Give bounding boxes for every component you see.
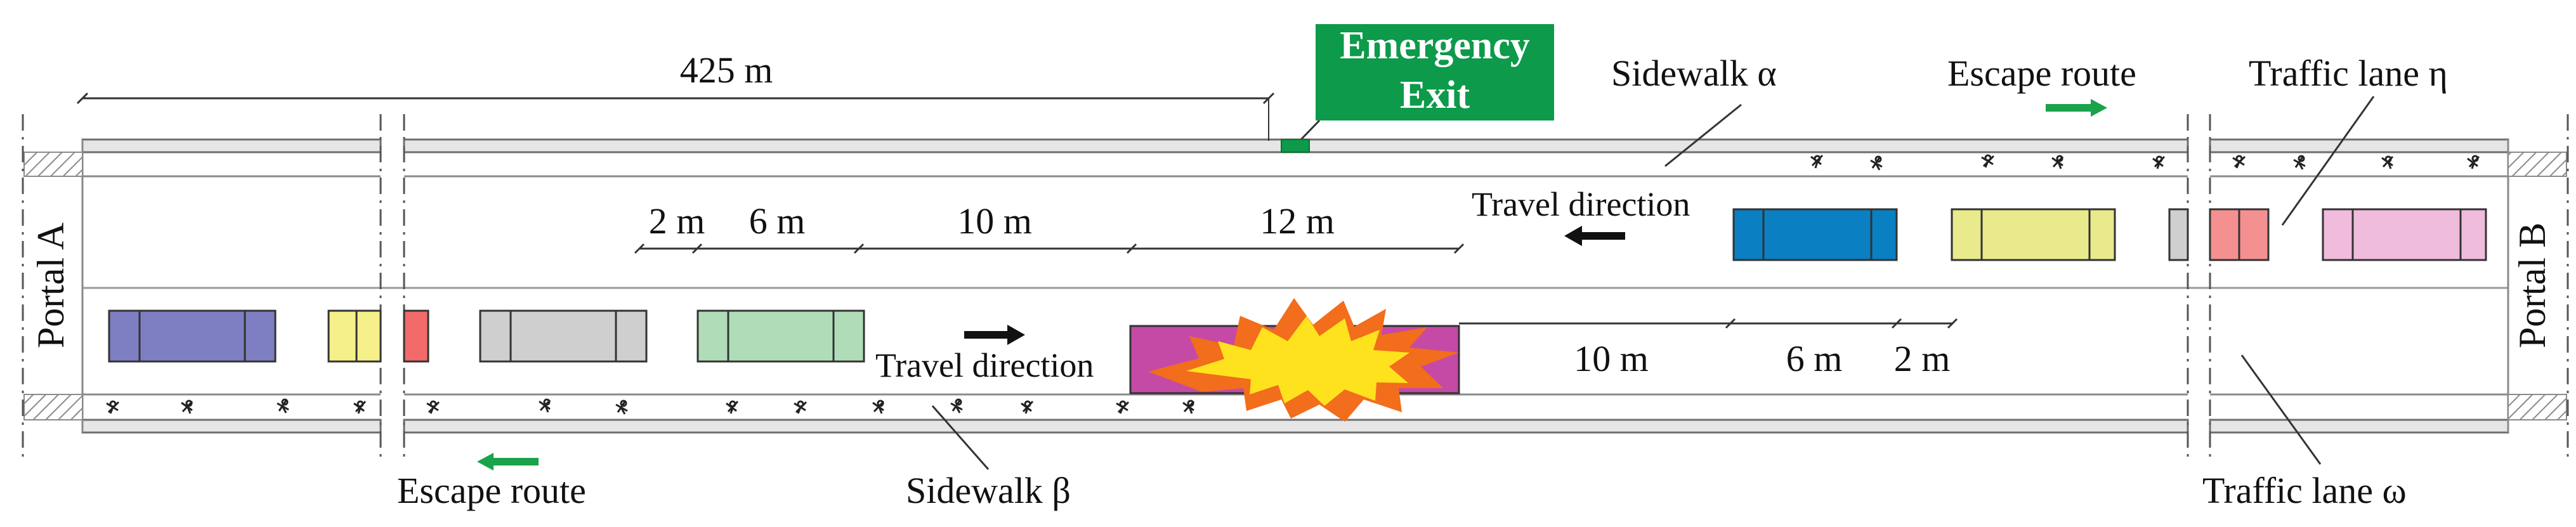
portal-b-hatch-bottom [2507,394,2567,420]
bottom-wall-main [403,419,2189,434]
fire-icon [1148,298,1459,422]
portal-a-hatch-top [23,152,83,177]
vehicle-purple-lower [108,309,277,363]
traffic-lane-eta-label: Traffic lane η [2249,53,2448,94]
escape-route-top-arrow [2046,99,2107,117]
spacing-top-dimension [634,243,1465,254]
spacing-bottom-dimension [1459,318,1958,329]
emergency-exit: Emergency Exit [1281,24,1554,153]
vehicle-gray-lower [479,309,648,363]
spacing-top-2: 6 m [749,200,806,242]
spacing-top-1: 2 m [649,200,705,242]
traffic-lane-omega-label: Traffic lane ω [2202,470,2407,511]
portal-b-label: Portal B [2511,223,2553,348]
escape-route-top-label: Escape route [1947,53,2136,94]
travel-direction-bottom-label: Travel direction [875,346,1094,384]
vehicle-red-lower [403,309,429,363]
travel-direction-bottom-arrow [964,325,1025,345]
emergency-exit-line2: Exit [1400,74,1470,117]
spacing-bottom-1: 10 m [1574,338,1649,379]
portal-a-label: Portal A [30,223,72,348]
sidewalk-alpha-label: Sidewalk α [1611,53,1777,94]
dimension-425m [76,92,1275,141]
spacing-bottom-3: 2 m [1894,338,1951,379]
bottom-wall-right [2209,419,2509,434]
escape-route-bottom-label: Escape route [397,470,586,511]
vehicle-gray-upper-partial [2168,208,2189,261]
escape-route-bottom-arrow [477,453,539,471]
spacing-bottom-2: 6 m [1786,338,1843,379]
travel-direction-top-arrow [1564,226,1625,246]
emergency-exit-line1: Emergency [1340,24,1530,67]
vehicle-green-lower [696,309,865,363]
vehicle-blue-upper [1732,208,1898,261]
pedestrians-upper [1810,154,2480,171]
emergency-exit-door [1281,139,1310,153]
tunnel-structure [22,114,2569,463]
spacing-top-3: 10 m [957,200,1032,242]
sidewalk-beta-label: Sidewalk β [906,470,1071,511]
vehicle-yellow-upper [1951,208,2116,261]
portal-b-hatch-top [2507,152,2567,177]
vehicle-red-upper [2209,208,2270,261]
top-wall-right [2209,138,2509,153]
bottom-wall-left [81,419,382,434]
travel-direction-top-label: Travel direction [1472,185,1690,223]
vehicle-pink-upper [2322,208,2487,261]
portal-a-hatch-bottom [23,394,83,420]
vehicle-yellow-lower [327,309,382,363]
top-wall-left [81,138,382,153]
pedestrians-lower [106,398,1195,415]
spacing-top-4: 12 m [1260,200,1335,242]
total-length-label: 425 m [680,49,773,91]
